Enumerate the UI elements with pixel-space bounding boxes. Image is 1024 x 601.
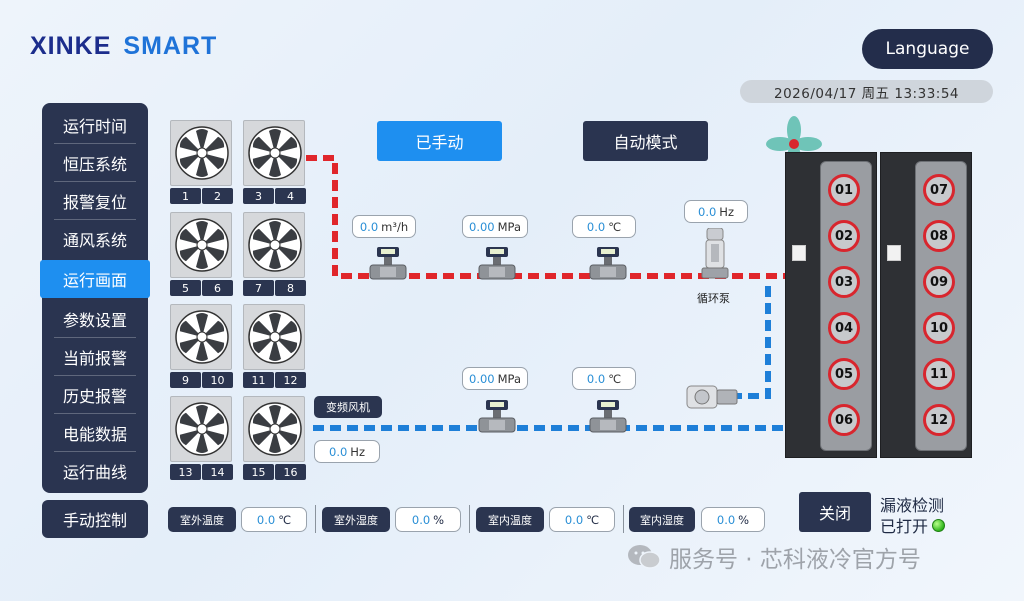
server-unit-07[interactable]: 07 (923, 174, 955, 206)
wechat-icon (628, 545, 661, 569)
cooling-fan-icon[interactable] (243, 396, 305, 462)
cooling-fan-icon[interactable] (170, 396, 232, 462)
fan-number-label: 14 (202, 464, 233, 480)
sidebar-item-parameters[interactable]: 参数设置 (42, 300, 148, 338)
server-unit-04[interactable]: 04 (828, 312, 860, 344)
sidebar-item-run-screen[interactable]: 运行画面 (40, 260, 150, 298)
status-indicator-icon (932, 518, 946, 532)
sidebar-nav: 运行时间 恒压系统 报警复位 通风系统 运行画面 参数设置 当前报警 历史报警 … (40, 103, 150, 493)
vfd-fan-label: 变频风机 (314, 396, 382, 418)
cooling-fan-icon[interactable] (243, 304, 305, 370)
logo-part2: SMART (123, 32, 218, 60)
cooling-fan-icon[interactable] (243, 120, 305, 186)
cabinet-panel-left: 01 02 03 04 05 06 (820, 161, 872, 451)
server-unit-08[interactable]: 08 (923, 220, 955, 252)
server-unit-01[interactable]: 01 (828, 174, 860, 206)
cooling-fan-icon[interactable] (243, 212, 305, 278)
indoor-humidity-label: 室内湿度 (629, 507, 695, 532)
manual-control-button[interactable]: 手动控制 (42, 500, 148, 538)
fan-number-label: 12 (275, 372, 306, 388)
outdoor-humidity-value: 0.0% (395, 507, 461, 532)
outdoor-temp-label: 室外温度 (168, 507, 236, 532)
auto-mode-button[interactable]: 自动模式 (583, 121, 708, 161)
fan-number-label: 9 (170, 372, 201, 388)
server-unit-05[interactable]: 05 (828, 358, 860, 390)
server-unit-11[interactable]: 11 (923, 358, 955, 390)
outdoor-humidity-label: 室外湿度 (322, 507, 390, 532)
server-unit-03[interactable]: 03 (828, 266, 860, 298)
sidebar-item-ventilation[interactable]: 通风系统 (62, 231, 127, 250)
sidebar-item-constant-pressure[interactable]: 恒压系统 (42, 144, 148, 182)
server-unit-06[interactable]: 06 (828, 404, 860, 436)
outdoor-temp-value: 0.0℃ (241, 507, 307, 532)
sensor-divider (623, 505, 624, 533)
flow-meter-icon[interactable] (368, 245, 408, 289)
fan-number-label: 11 (243, 372, 274, 388)
fan-number-label: 6 (202, 280, 233, 296)
cabinet-handle-left (792, 245, 806, 261)
manual-mode-button[interactable]: 已手动 (377, 121, 502, 161)
secondary-pump-icon[interactable] (686, 382, 738, 412)
server-cabinet-left: 01 02 03 04 05 06 (785, 152, 877, 458)
fan-number-label: 10 (202, 372, 233, 388)
temp-bottom-reading: 0.0℃ (572, 367, 636, 390)
sidebar-item-run-curve[interactable]: 运行曲线 (62, 463, 127, 482)
cooling-fan-icon[interactable] (170, 212, 232, 278)
fan-number-label: 4 (275, 188, 306, 204)
leak-close-button[interactable]: 关闭 (799, 492, 871, 532)
fan-number-label: 5 (170, 280, 201, 296)
sidebar-item-energy-data[interactable]: 电能数据 (42, 414, 148, 452)
sensor-divider (469, 505, 470, 533)
fan-number-label: 8 (275, 280, 306, 296)
sidebar-item-alarm-reset[interactable]: 报警复位 (42, 182, 148, 220)
temp-top-reading: 0.0℃ (572, 215, 636, 238)
flow-meter-icon[interactable] (588, 245, 628, 289)
cabinet-panel-right: 07 08 09 10 11 12 (915, 161, 967, 451)
circulation-pump-icon[interactable] (700, 228, 730, 288)
fan-number-label: 13 (170, 464, 201, 480)
indoor-humidity-value: 0.0% (701, 507, 765, 532)
fan-number-label: 2 (202, 188, 233, 204)
flow-meter-icon[interactable] (477, 398, 517, 442)
server-unit-12[interactable]: 12 (923, 404, 955, 436)
indoor-temp-value: 0.0℃ (549, 507, 615, 532)
fan-number-label: 16 (275, 464, 306, 480)
sidebar-item-current-alarms[interactable]: 当前报警 (42, 338, 148, 376)
cabinet-handle-right (887, 245, 901, 261)
flow-meter-icon[interactable] (477, 245, 517, 289)
watermark-text: 服务号 · 芯科液冷官方号 (669, 547, 921, 573)
leak-status-text: 已打开 (880, 517, 929, 536)
cold-pipe-riser (736, 286, 771, 399)
hot-pipe-line (306, 155, 786, 279)
sidebar-item-runtime[interactable]: 运行时间 (42, 106, 148, 144)
sidebar-item-alarm-history[interactable]: 历史报警 (42, 376, 148, 414)
language-button[interactable]: Language (862, 29, 993, 69)
pump-label: 循环泵 (697, 292, 730, 305)
indoor-temp-label: 室内温度 (476, 507, 544, 532)
fan-number-label: 3 (243, 188, 274, 204)
server-unit-10[interactable]: 10 (923, 312, 955, 344)
server-unit-02[interactable]: 02 (828, 220, 860, 252)
server-cabinet-right: 07 08 09 10 11 12 (880, 152, 972, 458)
cooling-fan-icon[interactable] (170, 304, 232, 370)
flow-meter-icon[interactable] (588, 398, 628, 442)
leak-detection-status: 已打开 (880, 513, 946, 537)
logo-part1: XINKE (30, 32, 112, 60)
fan-number-label: 1 (170, 188, 201, 204)
cooling-fan-icon[interactable] (170, 120, 232, 186)
fan-number-label: 15 (243, 464, 274, 480)
sensor-divider (315, 505, 316, 533)
leak-detection-title: 漏液检测 (880, 496, 945, 515)
app-logo: XINKE SMART (30, 32, 217, 61)
datetime-display: 2026/04/17 周五 13:33:54 (740, 80, 993, 103)
watermark: 服务号 · 芯科液冷官方号 (627, 540, 921, 574)
server-unit-09[interactable]: 09 (923, 266, 955, 298)
fan-number-label: 7 (243, 280, 274, 296)
